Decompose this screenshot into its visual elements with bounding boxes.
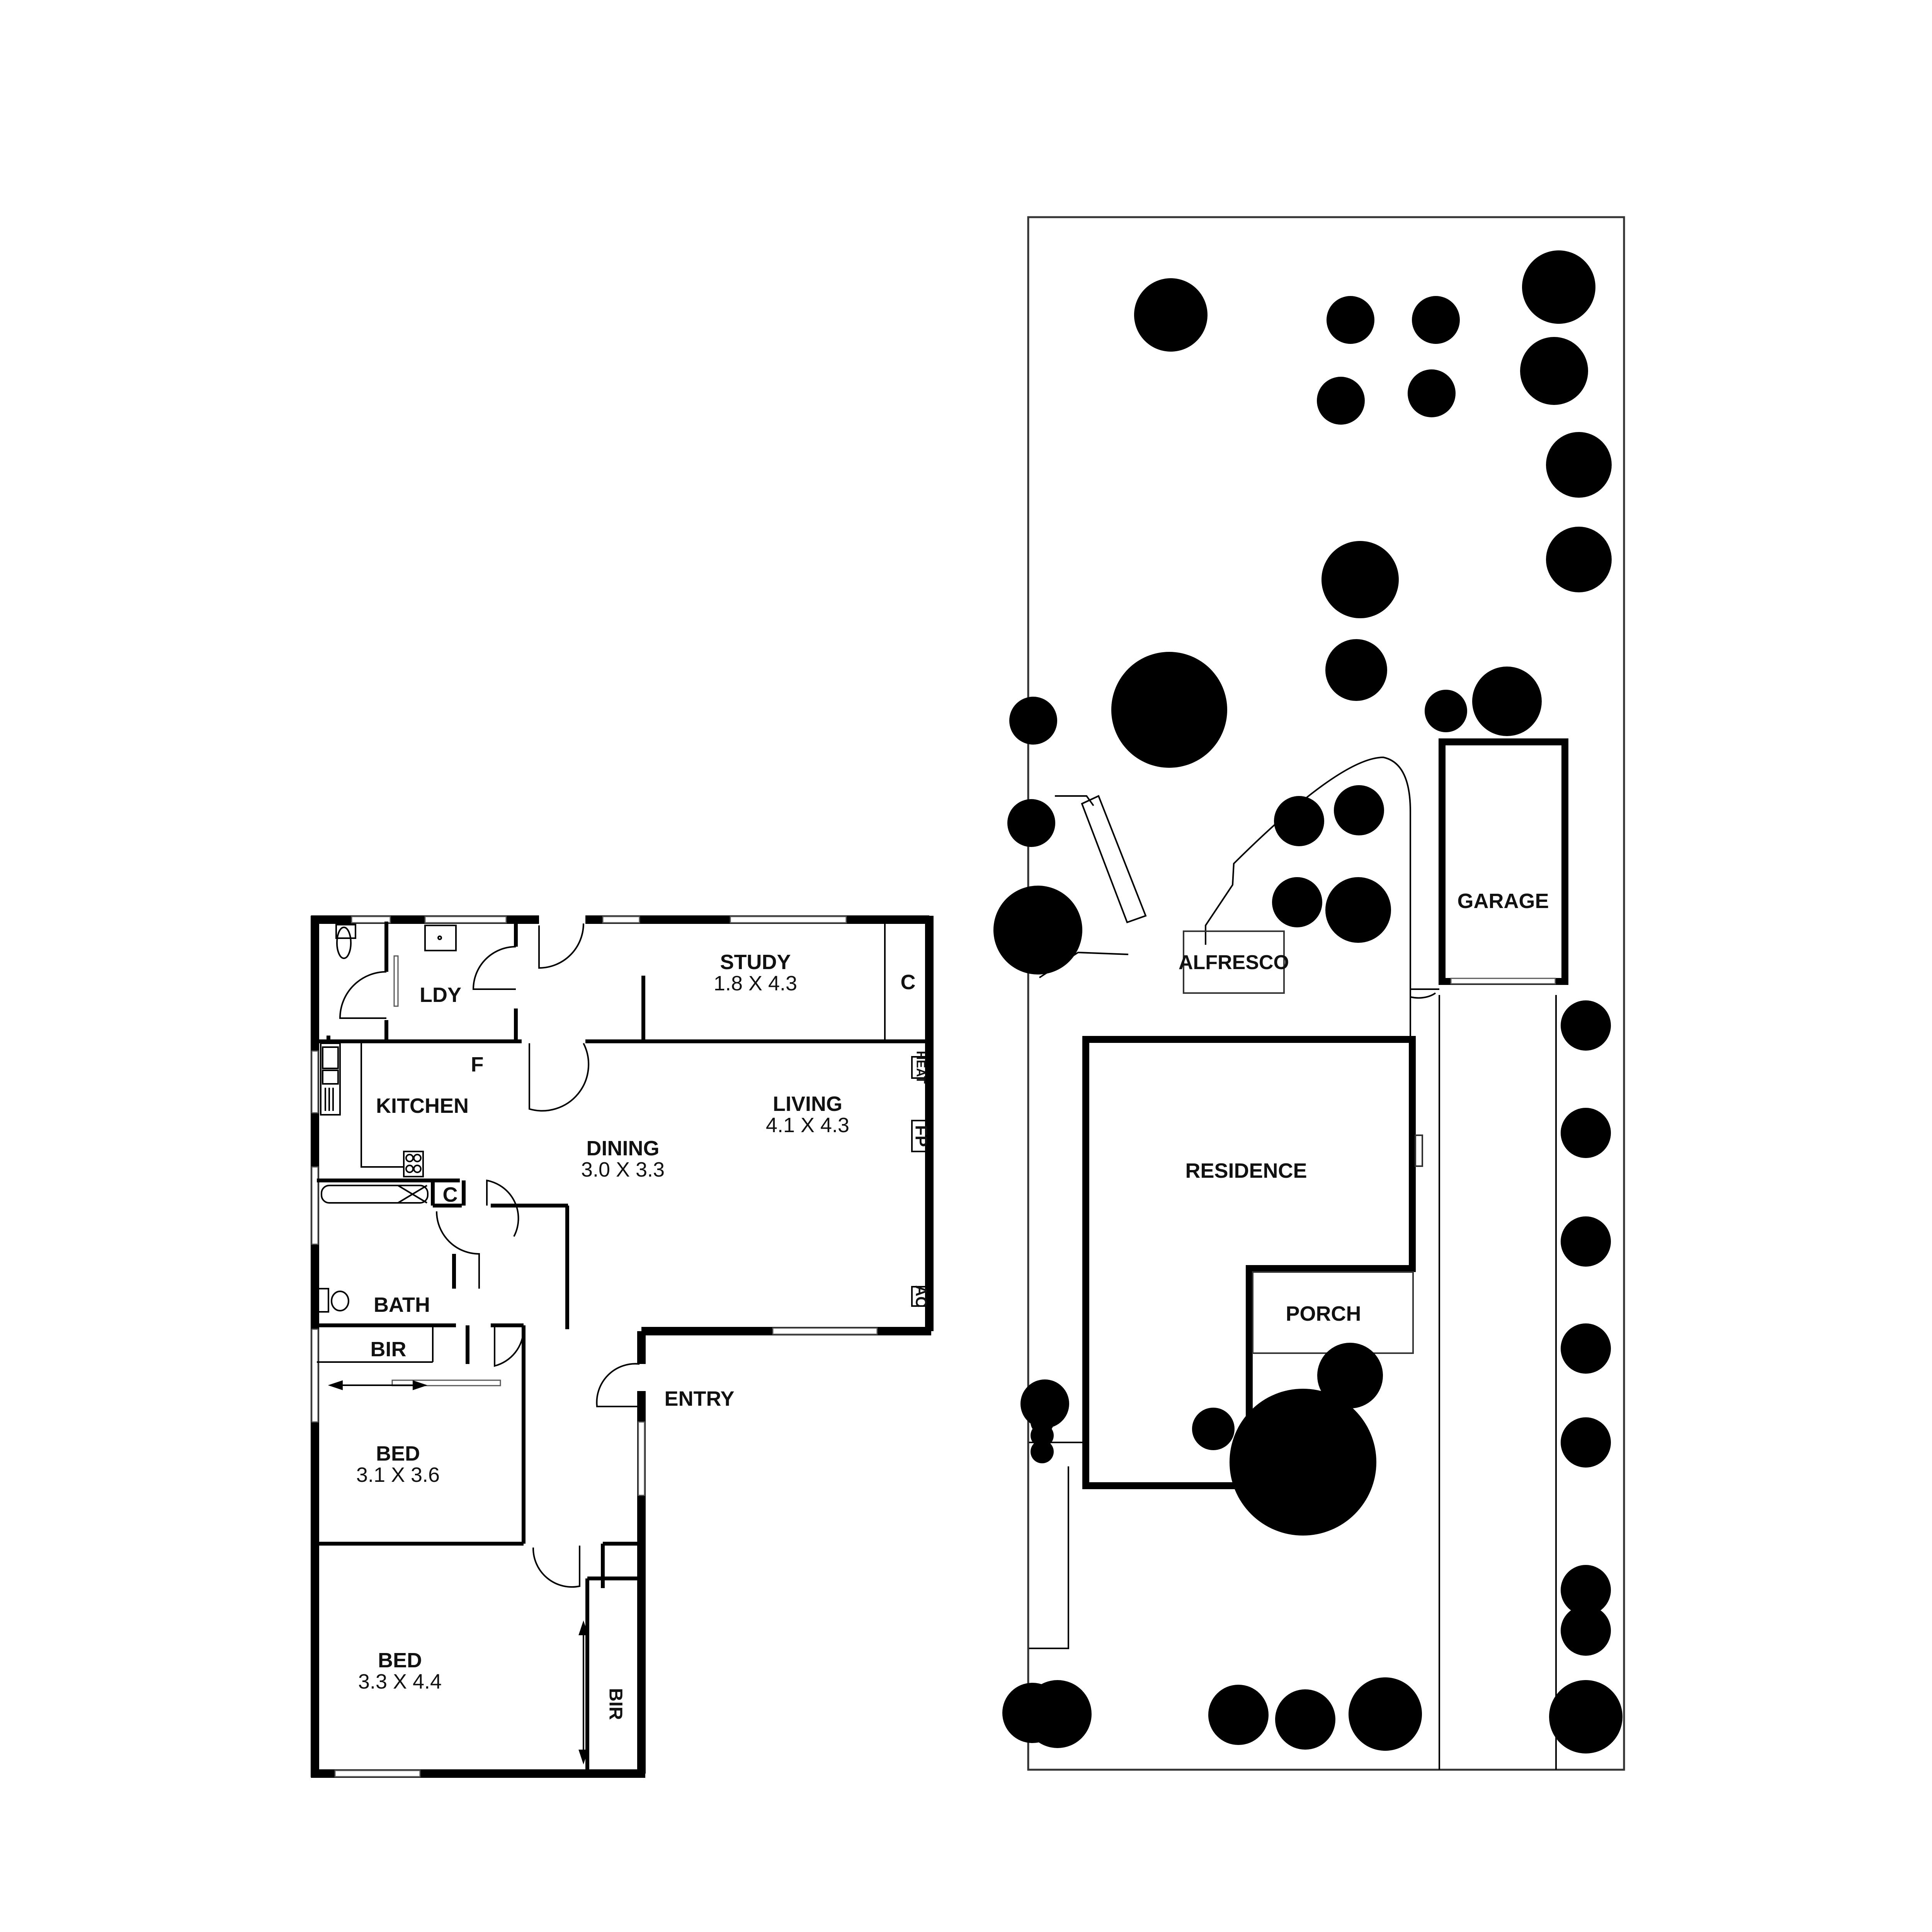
interior-walls — [317, 922, 929, 1774]
tree-icon — [1561, 1216, 1611, 1267]
tree-icon — [1007, 799, 1055, 847]
scale-end-label: 2m — [951, 1931, 985, 1932]
room-dims-living: 4.1 X 4.3 — [766, 1114, 849, 1137]
tree-icon — [1111, 652, 1227, 768]
garden-bed — [1205, 756, 1411, 1066]
room-dims-bed-2: 3.3 X 4.4 — [358, 1670, 442, 1693]
tree-icon — [1031, 1440, 1054, 1463]
aircon-label: AC — [912, 1285, 929, 1308]
tree-icon — [1272, 877, 1322, 927]
floor-plan: LDY STUDY 1.8 X 4.3 C KITCHEN F DINING 3… — [311, 915, 934, 1778]
room-label-entry: ENTRY — [664, 1387, 734, 1410]
tree-icon — [1549, 1680, 1622, 1753]
fixtures — [316, 924, 929, 1765]
residence-bay — [1415, 1134, 1423, 1167]
tree-icon — [1561, 1000, 1611, 1051]
tree-icon — [1325, 877, 1391, 943]
porch-label: PORCH — [1286, 1302, 1361, 1325]
room-labels: LDY STUDY 1.8 X 4.3 C KITCHEN F DINING 3… — [356, 951, 930, 1720]
room-label-kitchen: KITCHEN — [376, 1094, 469, 1117]
trees — [993, 250, 1622, 1753]
room-label-living: LIVING — [773, 1092, 842, 1116]
room-dims-study: 1.8 X 4.3 — [714, 972, 797, 995]
room-label-study: STUDY — [720, 951, 791, 974]
fridge-label: F — [471, 1053, 484, 1076]
tree-icon — [1134, 278, 1208, 352]
residence-label: RESIDENCE — [1185, 1159, 1307, 1182]
fireplace-label: FP — [912, 1125, 930, 1147]
windows — [311, 916, 878, 1777]
tree-icon — [1522, 250, 1595, 324]
site-boundary — [1027, 216, 1625, 1771]
driveway — [1439, 995, 1557, 1770]
door-swings — [339, 923, 640, 1588]
garage-door — [1450, 978, 1556, 985]
tree-icon — [1230, 1389, 1376, 1536]
tree-icon — [1520, 337, 1588, 405]
garage-outline — [1439, 738, 1568, 985]
tree-icon — [1334, 785, 1384, 835]
garage-label: GARAGE — [1457, 889, 1549, 913]
garden-path — [1081, 795, 1147, 923]
tree-icon — [993, 886, 1082, 975]
tree-icon — [1321, 541, 1399, 618]
tree-icon — [1546, 527, 1612, 592]
tree-icon — [1192, 1408, 1235, 1450]
site-plan: GARAGE ALFRESCO RESIDENCE PORCH — [993, 216, 1625, 1771]
room-dims-bed-1: 3.1 X 3.6 — [356, 1463, 440, 1486]
alfresco-outline — [1183, 930, 1285, 994]
tree-icon — [1425, 690, 1467, 732]
alfresco-label: ALFRESCO — [1179, 951, 1289, 974]
tree-icon — [1274, 796, 1324, 846]
tree-icon — [1317, 377, 1365, 425]
room-dims-dining: 3.0 X 3.3 — [581, 1158, 665, 1181]
side-gate — [1410, 988, 1439, 999]
tree-icon — [1472, 667, 1542, 736]
tree-icon — [1561, 1605, 1611, 1656]
tree-icon — [1408, 369, 1456, 417]
room-label-ldy: LDY — [420, 983, 461, 1007]
room-label-bath: BATH — [374, 1293, 430, 1316]
room-label-bed-1: BED — [376, 1442, 420, 1465]
tree-icon — [1561, 1108, 1611, 1158]
room-label-bir-1: BIR — [371, 1338, 406, 1361]
tree-icon — [1561, 1323, 1611, 1374]
tree-icon — [1024, 1680, 1092, 1748]
heater-label: HEAT — [914, 1051, 928, 1084]
room-label-bir-2: BIR — [605, 1688, 626, 1720]
tree-icon — [1208, 1685, 1269, 1745]
residence-outline — [1082, 1036, 1416, 1489]
scale-start-label: 0m — [773, 1931, 808, 1932]
tree-icon — [1546, 432, 1612, 498]
tree-icon — [1349, 1677, 1422, 1751]
scale-legend: 0m 2m APPROX INTERNAL AREA 85 SQMS APPRO… — [773, 1931, 985, 1932]
room-label-study-cupboard: C — [901, 971, 916, 994]
room-label-bed-2: BED — [378, 1649, 422, 1672]
garden-strip — [1029, 1442, 1085, 1649]
room-label-dining: DINING — [587, 1137, 660, 1160]
tree-icon — [1561, 1417, 1611, 1468]
tree-icon — [1412, 296, 1460, 344]
tree-icon — [1009, 697, 1057, 745]
tree-icon — [1275, 1689, 1335, 1750]
room-label-bath-cupboard: C — [443, 1183, 458, 1206]
tree-icon — [1327, 296, 1374, 344]
tree-icon — [1325, 639, 1387, 701]
